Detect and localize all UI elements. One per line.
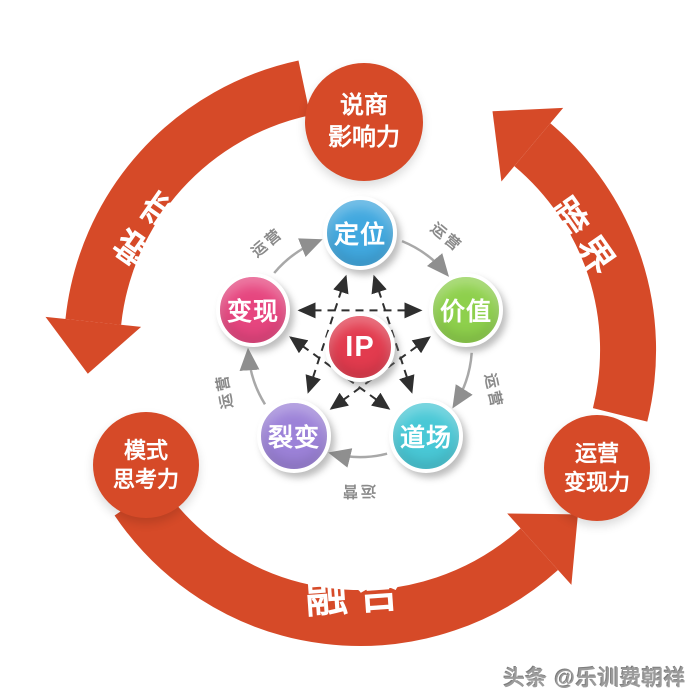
- arc-dojo-fission: [328, 448, 388, 468]
- node-fission: 裂变: [257, 399, 331, 473]
- watermark-toutiao: 头条 @乐训费朝祥: [503, 667, 686, 690]
- ring-arrow-metamorphosis-head: [45, 316, 142, 374]
- badge-speaking-influence-line1: 说商: [340, 92, 388, 120]
- ring-arrow-metamorphosis-band: [65, 60, 311, 326]
- badge-speaking-influence-line2: 影响力: [328, 124, 400, 151]
- badge-model-thinking-line2: 思考力: [112, 467, 179, 492]
- ring-arrow-fusion-label: 融合: [303, 567, 411, 623]
- node-ip-center: IP: [325, 312, 395, 382]
- ring-arrow-crossover: [492, 107, 657, 422]
- badge-speaking-influence: 说商 影响力: [305, 63, 423, 181]
- badge-operation-monetization-line1: 运营: [574, 440, 619, 466]
- ring-arrow-fusion: [114, 483, 578, 646]
- arc-monetization-positioning: [273, 238, 323, 274]
- badge-model-thinking: 模式 思考力: [93, 412, 199, 518]
- node-dojo: 道场: [389, 399, 463, 473]
- arc-positioning-value: [401, 239, 450, 277]
- badge-operation-monetization: 运营 变现力: [544, 415, 650, 521]
- arc-value-dojo: [452, 352, 473, 409]
- badge-model-thinking-line1: 模式: [123, 437, 168, 463]
- ring-arrow-fusion-head: [507, 513, 578, 585]
- edge-label-dojo-fission: 运营: [339, 482, 377, 500]
- badge-operation-monetization-line2: 变现力: [563, 470, 630, 495]
- pentagon-cycle-arcs: [239, 238, 473, 468]
- ring-arrow-fusion-band: [114, 483, 559, 646]
- ring-arrow-crossover-head: [492, 107, 564, 182]
- node-monetization: 变现: [216, 273, 290, 347]
- arc-fission-monetization: [239, 347, 267, 405]
- ring-arrow-metamorphosis: [45, 60, 311, 374]
- ring-arrow-crossover-band: [513, 123, 657, 422]
- node-value: 价值: [429, 273, 503, 347]
- node-positioning: 定位: [323, 196, 397, 270]
